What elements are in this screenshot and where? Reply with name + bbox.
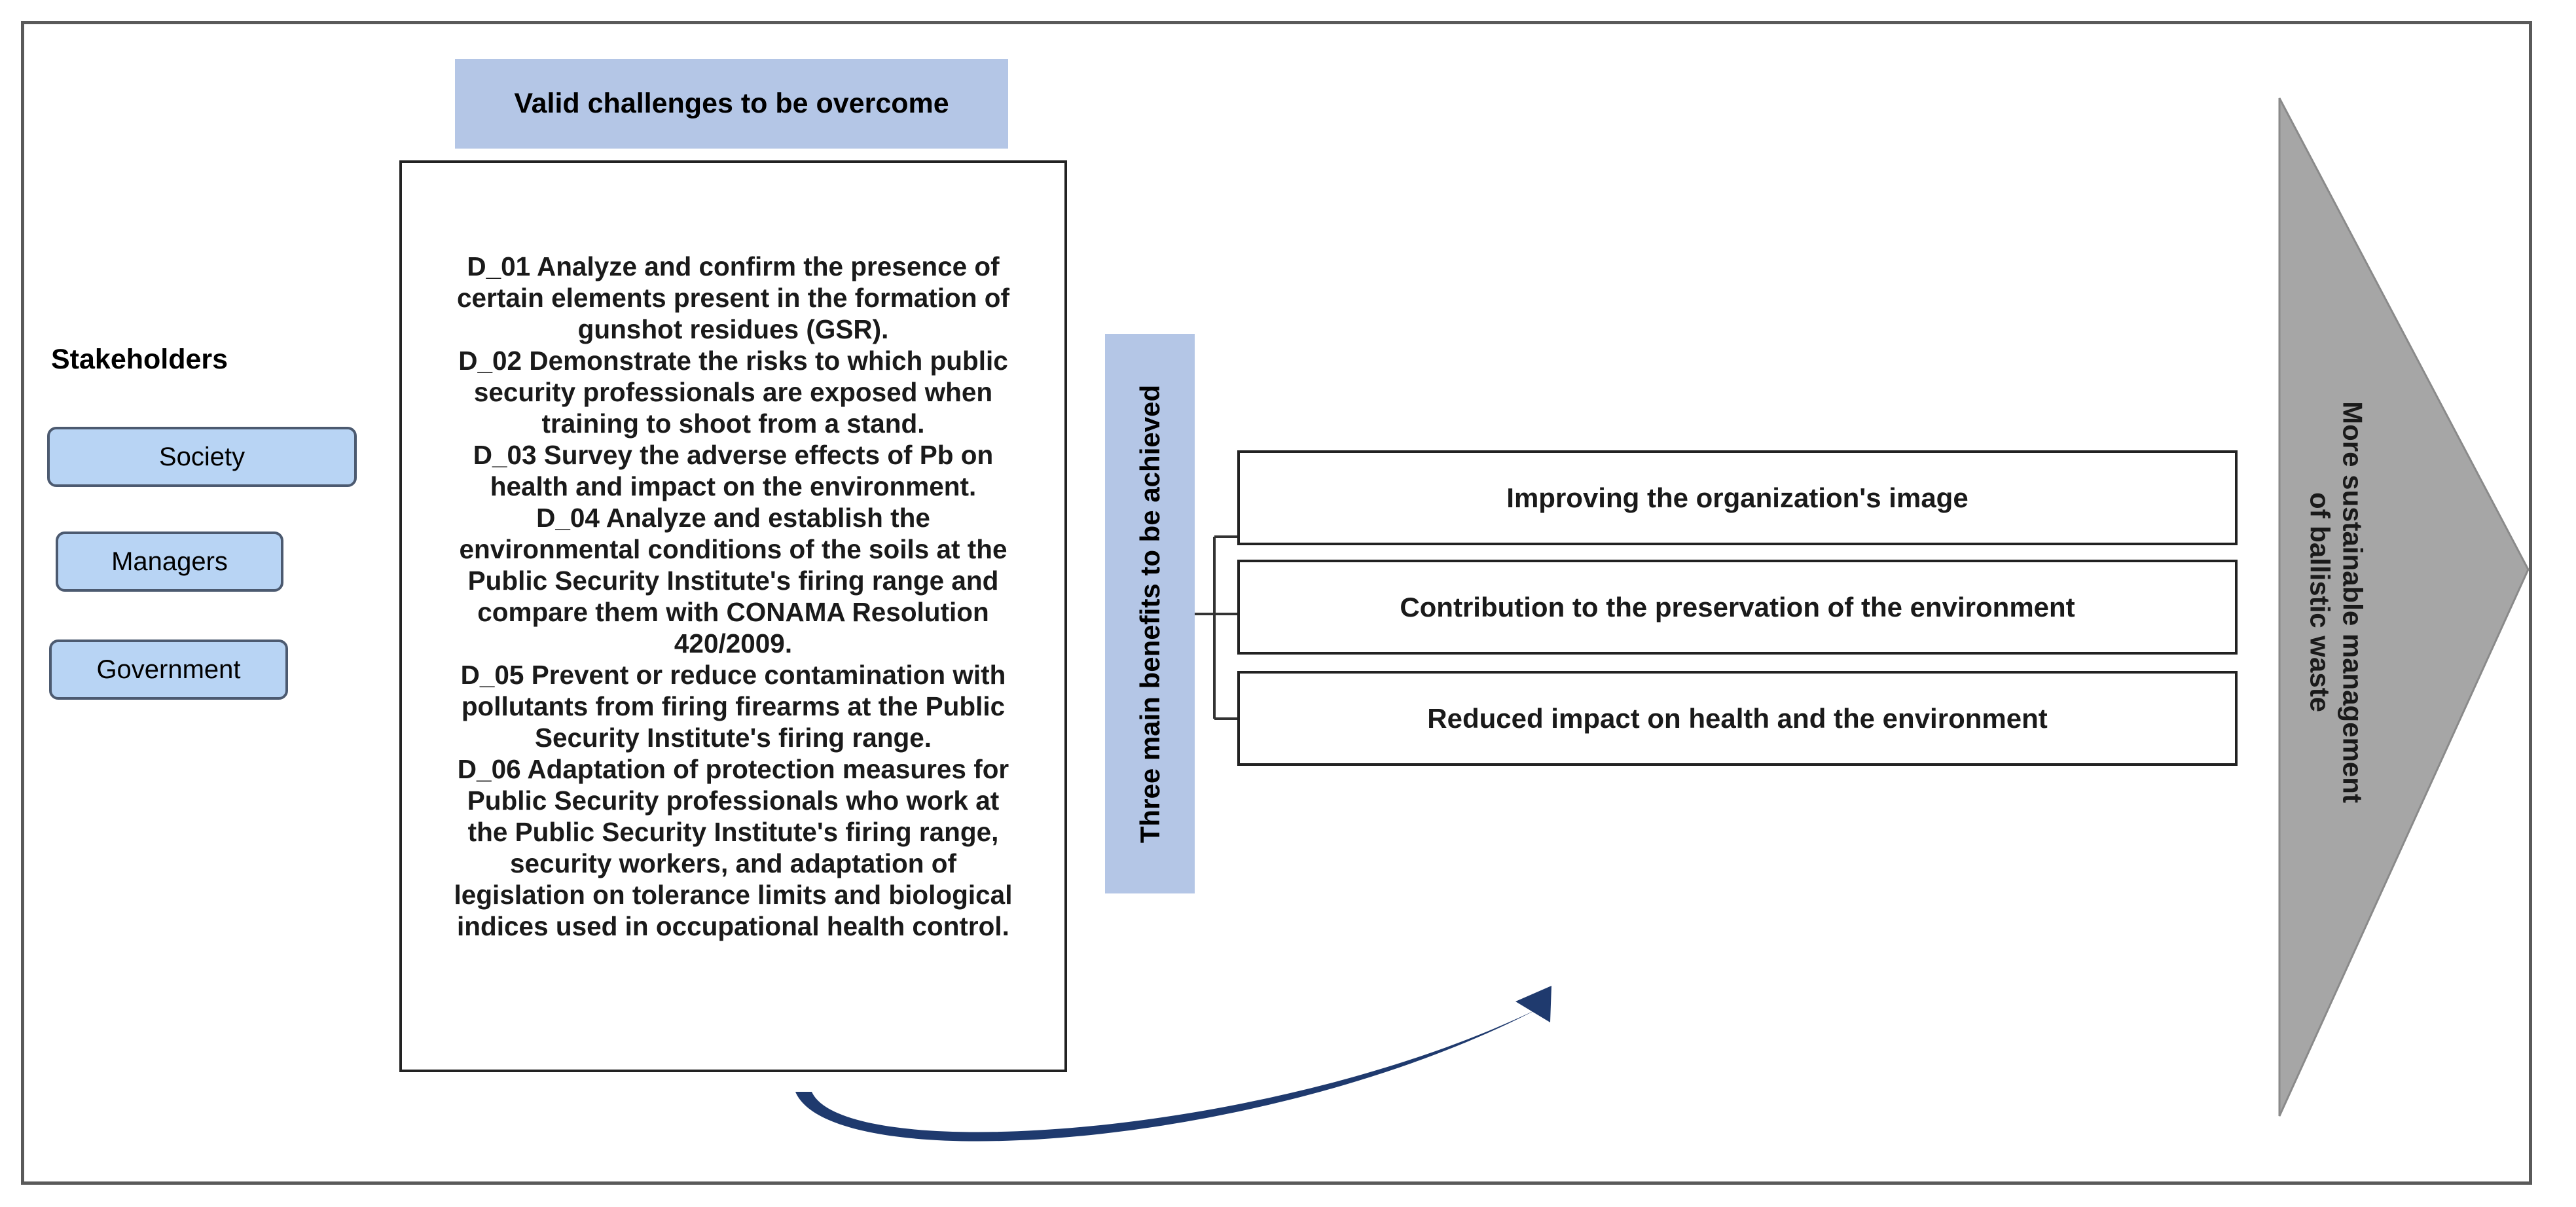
challenge-line: compare them with CONAMA Resolution: [477, 596, 989, 627]
challenge-line: D_06 Adaptation of protection measures f…: [457, 753, 1009, 784]
stakeholder-society: Society: [47, 427, 357, 487]
stakeholder-managers: Managers: [56, 531, 283, 592]
challenge-line: pollutants from firing firearms at the P…: [461, 691, 1006, 721]
challenge-line: health and impact on the environment.: [490, 471, 977, 501]
challenge-line: environmental conditions of the soils at…: [459, 533, 1007, 564]
stakeholder-label: Government: [96, 655, 241, 684]
challenge-line: D_02 Demonstrate the risks to which publ…: [458, 345, 1008, 376]
benefit-text: Improving the organization's image: [1506, 482, 1968, 513]
benefits-label-text: Three main benefits to be achieved: [1134, 384, 1165, 843]
challenges-list: D_01 Analyze and confirm the presence of…: [402, 251, 1064, 943]
benefit-box: Reduced impact on health and the environ…: [1237, 671, 2238, 766]
challenges-title: Valid challenges to be overcome: [455, 59, 1008, 149]
outcome-line-2: of ballistic waste: [2304, 492, 2335, 713]
challenge-line: Security Institute's firing range.: [535, 722, 932, 753]
challenges-title-text: Valid challenges to be overcome: [514, 88, 949, 119]
benefit-text: Reduced impact on health and the environ…: [1427, 702, 2048, 734]
challenge-line: security workers, and adaptation of: [510, 848, 956, 878]
challenge-line: D_05 Prevent or reduce contamination wit…: [460, 659, 1006, 690]
challenge-line: indices used in occupational health cont…: [457, 910, 1009, 941]
outcome-line-1: More sustainable management: [2336, 401, 2368, 803]
stakeholders-title: Stakeholders: [51, 344, 228, 375]
challenge-line: 420/2009.: [674, 628, 793, 658]
challenge-line: D_04 Analyze and establish the: [536, 502, 930, 533]
challenge-line: Public Security professionals who work a…: [467, 785, 1000, 816]
challenge-line: D_01 Analyze and confirm the presence of: [467, 251, 1000, 281]
challenge-line: legislation on tolerance limits and biol…: [454, 879, 1013, 910]
challenge-line: Public Security Institute's firing range…: [467, 565, 999, 596]
challenge-line: the Public Security Institute's firing r…: [467, 816, 999, 847]
challenge-line: certain elements present in the formatio…: [457, 282, 1009, 313]
benefit-text: Contribution to the preservation of the …: [1400, 591, 2075, 622]
stakeholder-label: Society: [158, 442, 245, 471]
challenge-line: training to shoot from a stand.: [541, 408, 925, 439]
benefits-label: Three main benefits to be achieved: [1105, 334, 1195, 893]
outcome-label: More sustainable management of ballistic…: [2288, 401, 2383, 803]
benefit-box: Improving the organization's image: [1237, 450, 2238, 545]
diagram-frame: [21, 21, 2532, 1185]
stakeholder-government: Government: [49, 640, 288, 700]
benefit-box: Contribution to the preservation of the …: [1237, 560, 2238, 655]
challenges-box: D_01 Analyze and confirm the presence of…: [399, 160, 1067, 1072]
challenge-line: D_03 Survey the adverse effects of Pb on: [473, 439, 994, 470]
challenge-line: security professionals are exposed when: [473, 376, 993, 407]
stakeholder-label: Managers: [111, 547, 228, 576]
challenge-line: gunshot residues (GSR).: [577, 314, 889, 344]
